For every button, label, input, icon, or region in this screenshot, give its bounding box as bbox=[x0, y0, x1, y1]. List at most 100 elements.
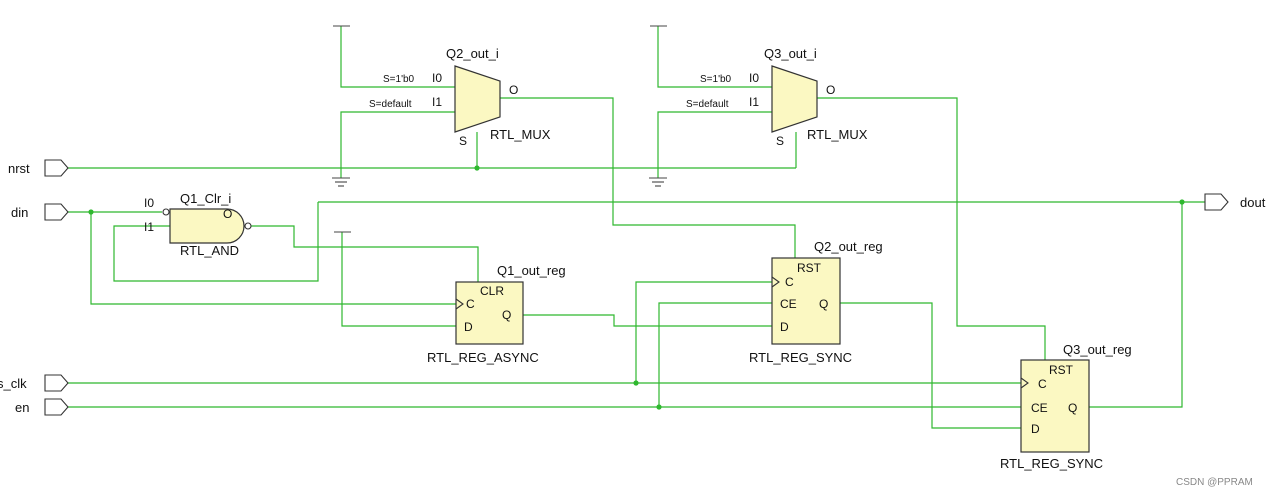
wire-mux3-i0 bbox=[657, 26, 772, 88]
wire-mux3-out bbox=[817, 97, 1046, 360]
pin-rst: RST bbox=[1049, 363, 1074, 377]
mux-q3[interactable]: Q3_out_i S=1'b0 S=default I0 I1 S O RTL_… bbox=[686, 46, 868, 148]
port-label: s_clk bbox=[0, 376, 27, 391]
wire-q1-d bbox=[341, 232, 456, 327]
cell-type: RTL_REG_ASYNC bbox=[427, 350, 539, 365]
pin-o: O bbox=[509, 83, 518, 97]
instance-name: Q3_out_i bbox=[764, 46, 817, 61]
pin-c: C bbox=[466, 297, 475, 311]
clock-triangle-icon bbox=[455, 298, 464, 310]
pin-i1: I1 bbox=[144, 220, 154, 234]
select-label-1: S=default bbox=[369, 99, 412, 110]
inverter-bubble-icon bbox=[244, 222, 252, 230]
port-label: dout bbox=[1240, 195, 1266, 210]
cell-type: RTL_MUX bbox=[490, 127, 551, 142]
wires bbox=[68, 26, 1205, 429]
register-body bbox=[771, 257, 841, 345]
input-port-icon bbox=[44, 203, 69, 221]
pin-ce: CE bbox=[780, 297, 797, 311]
select-label-0: S=1'b0 bbox=[383, 74, 415, 85]
pin-q: Q bbox=[502, 308, 511, 322]
pin-i1: I1 bbox=[749, 95, 759, 109]
inverter-bubble-icon bbox=[162, 208, 170, 216]
cell-type: RTL_REG_SYNC bbox=[1000, 456, 1103, 471]
clock-triangle-icon bbox=[771, 276, 780, 288]
pin-ce: CE bbox=[1031, 401, 1048, 415]
pin-c: C bbox=[785, 275, 794, 289]
output-port-icon bbox=[1204, 193, 1229, 211]
register-body bbox=[455, 281, 524, 345]
junction-dots bbox=[88, 165, 1185, 410]
pin-i0: I0 bbox=[749, 71, 759, 85]
wire-q1-q bbox=[523, 314, 772, 327]
input-port-icon bbox=[44, 159, 69, 177]
supply-symbols bbox=[332, 25, 667, 233]
port-en[interactable]: en bbox=[15, 398, 69, 416]
pin-s: S bbox=[459, 134, 467, 148]
port-s-clk[interactable]: s_clk bbox=[0, 374, 69, 392]
input-port-icon bbox=[44, 374, 69, 392]
wire-and-out bbox=[246, 225, 479, 282]
cell-type: RTL_MUX bbox=[807, 127, 868, 142]
select-label-0: S=1'b0 bbox=[700, 74, 732, 85]
and-gate-q1-clr[interactable]: Q1_Clr_i I0 I1 O RTL_AND bbox=[144, 191, 252, 258]
port-nrst[interactable]: nrst bbox=[8, 159, 69, 177]
port-dout[interactable]: dout bbox=[1204, 193, 1266, 211]
ground-icon bbox=[649, 177, 667, 187]
instance-name: Q3_out_reg bbox=[1063, 342, 1132, 357]
cell-type: RTL_AND bbox=[180, 243, 239, 258]
register-q1[interactable]: Q1_out_reg CLR C D Q RTL_REG_ASYNC bbox=[427, 263, 566, 365]
instance-name: Q1_out_reg bbox=[497, 263, 566, 278]
wire-q3-q bbox=[1089, 202, 1183, 408]
input-port-icon bbox=[44, 398, 69, 416]
port-label: nrst bbox=[8, 161, 30, 176]
junction-dot bbox=[88, 209, 94, 215]
pin-d: D bbox=[780, 320, 789, 334]
register-q2[interactable]: Q2_out_reg RST C CE D Q RTL_REG_SYNC bbox=[749, 239, 883, 365]
pin-rst: RST bbox=[797, 261, 822, 275]
wire-sclk-q2c bbox=[635, 281, 772, 383]
cell-type: RTL_REG_SYNC bbox=[749, 350, 852, 365]
pin-o: O bbox=[223, 207, 232, 221]
instance-name: Q1_Clr_i bbox=[180, 191, 231, 206]
pin-c: C bbox=[1038, 377, 1047, 391]
pin-i1: I1 bbox=[432, 95, 442, 109]
wire-mux2-i0 bbox=[340, 26, 455, 88]
wire-mux3-i1 bbox=[657, 111, 772, 178]
register-body bbox=[1020, 359, 1090, 453]
wire-mux2-out bbox=[500, 97, 796, 258]
register-q3[interactable]: Q3_out_reg RST C CE D Q RTL_REG_SYNC bbox=[1000, 342, 1132, 471]
pin-i0: I0 bbox=[432, 71, 442, 85]
junction-dot bbox=[633, 380, 639, 386]
ground-icon bbox=[332, 177, 350, 187]
wire-q2-q bbox=[840, 302, 1021, 429]
mux-q2[interactable]: Q2_out_i S=1'b0 S=default I0 I1 S O RTL_… bbox=[369, 46, 551, 148]
port-label: en bbox=[15, 400, 29, 415]
and-gate-icon bbox=[169, 208, 245, 244]
select-label-1: S=default bbox=[686, 99, 729, 110]
junction-dot bbox=[474, 165, 480, 171]
pin-o: O bbox=[826, 83, 835, 97]
wire-dout-feedback bbox=[113, 202, 319, 282]
watermark: CSDN @PPRAM bbox=[1176, 477, 1253, 488]
pin-q: Q bbox=[1068, 401, 1077, 415]
junction-dot bbox=[656, 404, 662, 410]
mux-icon bbox=[771, 65, 818, 133]
instance-name: Q2_out_i bbox=[446, 46, 499, 61]
port-din[interactable]: din bbox=[11, 203, 69, 221]
pin-clr: CLR bbox=[480, 284, 504, 298]
instance-name: Q2_out_reg bbox=[814, 239, 883, 254]
pin-s: S bbox=[776, 134, 784, 148]
wire-din-q1d bbox=[90, 212, 456, 305]
mux-icon bbox=[454, 65, 501, 133]
pin-q: Q bbox=[819, 297, 828, 311]
pin-d: D bbox=[464, 320, 473, 334]
pin-i0: I0 bbox=[144, 196, 154, 210]
wire-en-q2ce bbox=[658, 302, 772, 407]
clock-triangle-icon bbox=[1020, 377, 1029, 389]
pin-d: D bbox=[1031, 422, 1040, 436]
wire-mux2-i1 bbox=[340, 111, 455, 178]
junction-dot bbox=[1179, 199, 1185, 205]
port-label: din bbox=[11, 205, 28, 220]
